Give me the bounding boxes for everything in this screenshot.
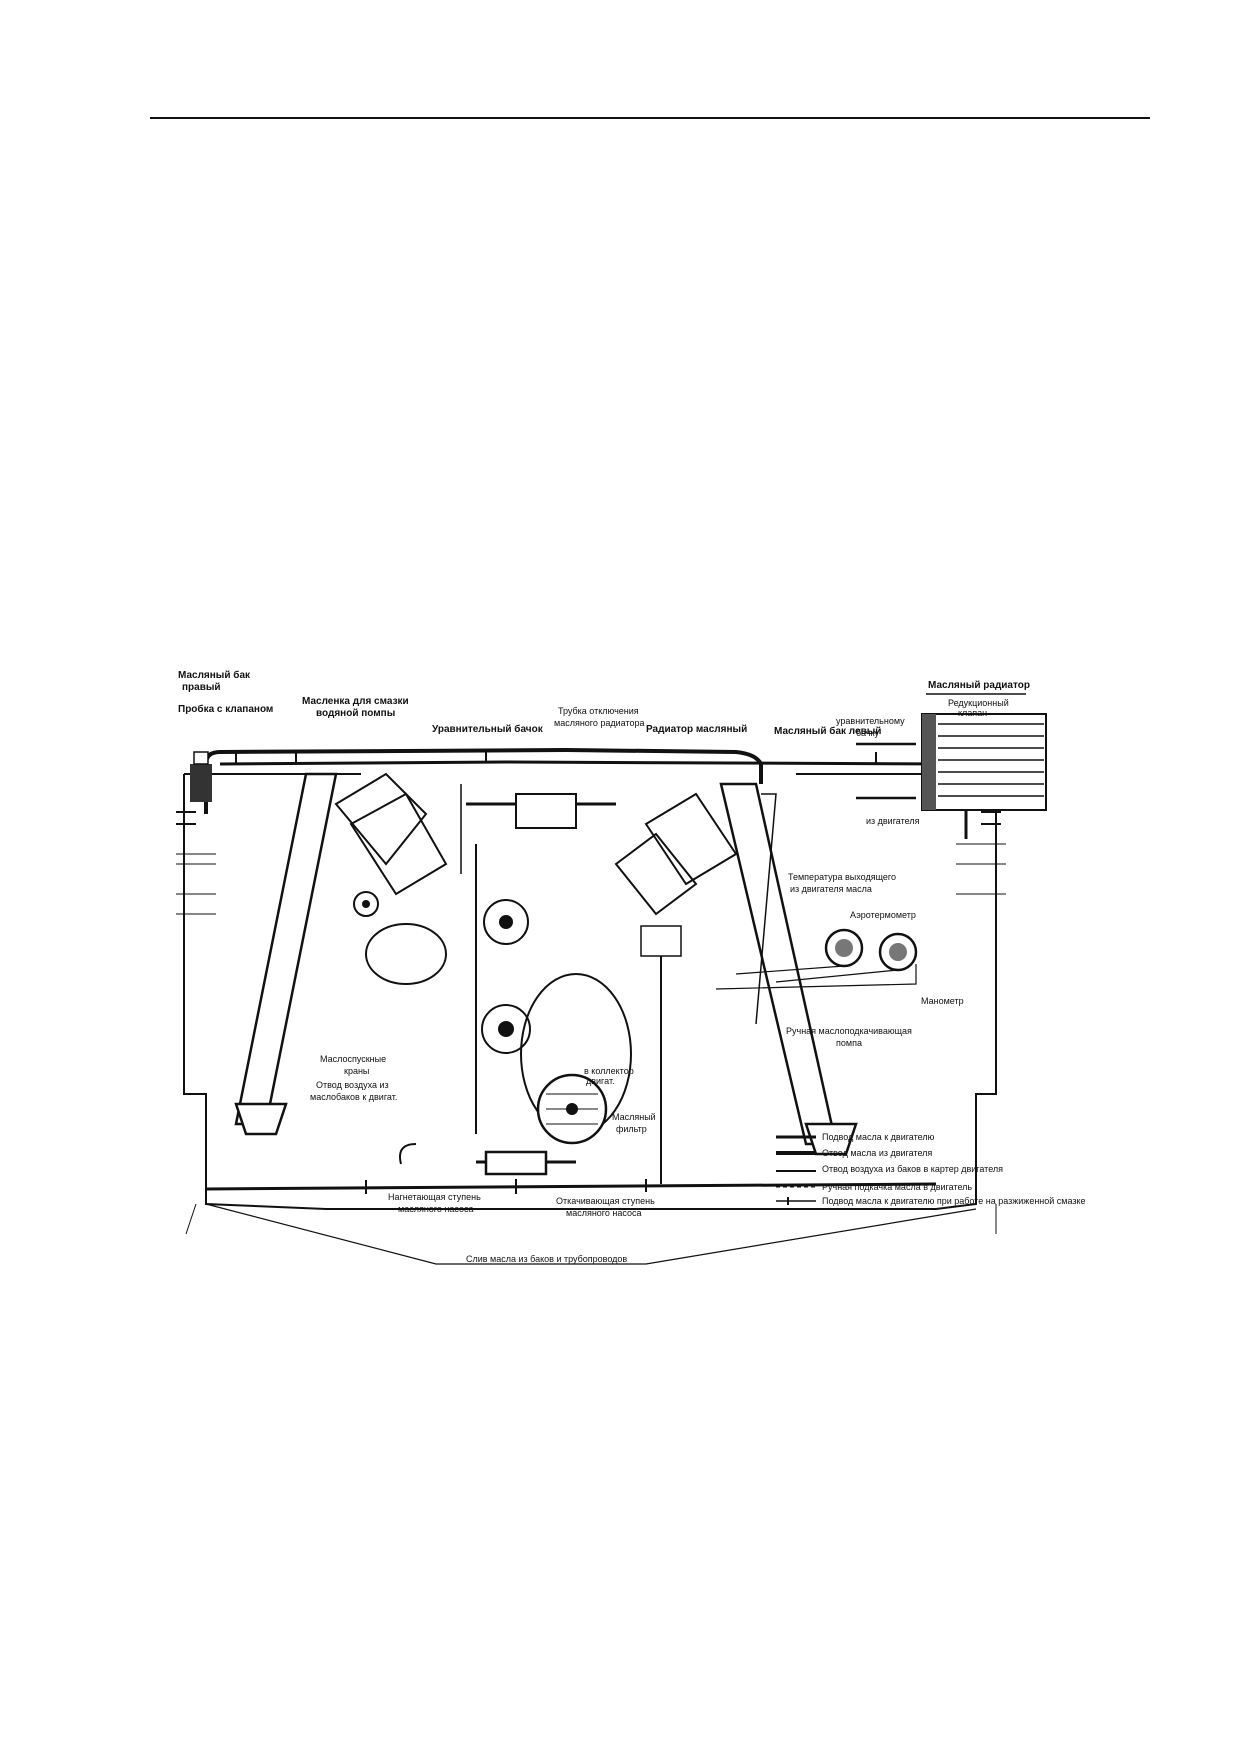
label-temp-output-2: из двигателя масла [790,884,872,894]
label-radiator-inset-title: Масляный радиатор [928,680,1030,691]
radiator-inset [856,693,1047,811]
label-hand-pump: Ручная маслоподкачивающая [786,1026,912,1036]
label-to-equalizing-tank-2: бачку [856,728,879,738]
label-to-equalizing-tank: уравнительному [836,716,905,726]
header-rule [150,117,1150,119]
label-manometer: Манометр [921,996,964,1006]
hand-pump [640,925,682,1184]
label-to-engine-manifold-2: двигат. [586,1076,615,1086]
label-bypass-tube: Трубка отключения [558,706,639,716]
hull-outline [176,773,1001,1265]
label-reduction-valve-2: клапан [958,708,987,718]
water-pump-oiler [353,891,379,917]
legend-item: Подвод масла к двигателю [822,1132,935,1142]
label-oiler-water-pump-2: водяной помпы [316,708,395,719]
label-temp-output: Температура выходящего [788,872,896,882]
label-oil-radiator: Радиатор масляный [646,724,747,735]
gauge-lines [715,964,917,990]
label-drain: Слив масла из баков и трубопроводов [466,1254,627,1264]
aerothermometer-gauge [824,928,864,968]
label-tank-right: Масляный бак [178,669,251,681]
manometer-gauge [878,932,918,972]
radiator-ducts [234,772,858,1156]
label-oil-filter: Масляный [612,1112,656,1122]
oil-system-diagram: Масляный бак правый Пробка с клапаном Ма… [176,669,1086,1265]
label-air-vent: Отвод воздуха из [316,1080,389,1090]
label-bypass-tube-2: масляного радиатора [554,718,645,728]
oil-tank-right [176,751,216,915]
label-from-engine: из двигателя [866,816,920,826]
label-air-vent-2: маслобаков к двигат. [310,1092,397,1102]
legend-item: Отвод масла из двигателя [822,1148,932,1158]
oil-filter [536,1073,608,1145]
label-tank-left: Масляный бак левый [774,725,881,737]
oil-pump [399,1143,576,1176]
legend-item: Ручная подкачка масла в двигатель [822,1182,972,1192]
label-aerothermometer: Аэротермометр [850,910,916,920]
label-scavenge-stage: Откачивающая ступень [556,1196,655,1206]
label-oiler-water-pump: Масленка для смазки [302,696,409,707]
label-oil-drain-valve: Маслоспускные [320,1054,386,1064]
legend-lines [776,1135,816,1205]
label-to-engine-manifold: в коллектор [584,1066,634,1076]
equalizing-tank [466,793,616,829]
label-plug-valve: Пробка с клапаном [178,703,273,715]
label-scavenge-stage-2: масляного насоса [566,1208,641,1218]
engine-blocks [334,772,738,916]
label-oil-drain-valve-2: краны [344,1066,369,1076]
drain-pipe [205,1179,937,1194]
label-pressure-stage: Нагнетающая ступень [388,1192,481,1202]
label-reduction-valve: Редукционный [948,698,1009,708]
label-hand-pump-2: помпа [836,1038,862,1048]
label-tank-right-2: правый [182,682,221,693]
legend-item: Подвод масла к двигателю при работе на р… [822,1196,1086,1206]
legend-item: Отвод воздуха из баков в картер двигател… [822,1164,1003,1174]
label-pressure-stage-2: масляного насоса [398,1204,473,1214]
engine-center [365,899,632,1135]
label-oil-filter-2: фильтр [616,1124,647,1134]
label-equalizing-tank: Уравнительный бачок [432,723,544,735]
